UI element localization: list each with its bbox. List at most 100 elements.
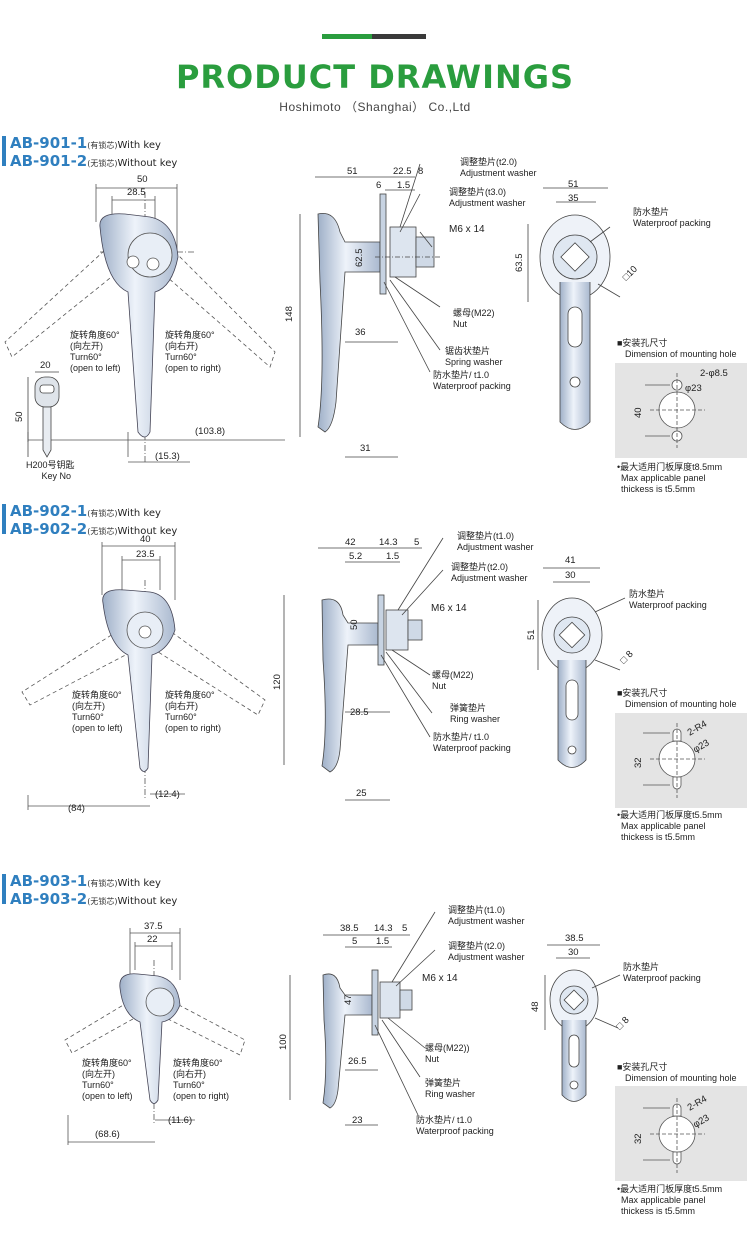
dim-d4: 6 xyxy=(376,180,382,191)
model-label-2: AB-901-2(无锁芯)Without key xyxy=(10,152,178,170)
label-washer-1: 调整垫片(t1.0)Adjustment washer xyxy=(457,531,534,552)
dim-h-body: 62.5 xyxy=(354,248,365,268)
dim-depth: 26.5 xyxy=(348,1056,367,1067)
mount-dia: φ23 xyxy=(685,383,702,394)
dim-d5: 1.5 xyxy=(397,180,411,191)
model-marker xyxy=(2,136,6,166)
side-view xyxy=(299,163,441,458)
key-width: 20 xyxy=(40,360,51,371)
mount-hole-drawing xyxy=(645,373,705,448)
model-label-2: AB-903-2(无锁芯)Without key xyxy=(10,890,178,908)
dim-d1: 38.5 xyxy=(340,923,359,934)
dim-d1: 51 xyxy=(347,166,358,177)
front-view xyxy=(21,542,266,810)
dim-d5: 1.5 xyxy=(386,551,400,562)
dim-back-total: 51 xyxy=(568,179,579,190)
label-nut: 螺母(M22)Nut xyxy=(432,670,474,691)
back-view xyxy=(537,567,626,768)
mount-hole-drawing xyxy=(643,723,705,798)
turn-right-label: 旋转角度60°(向右开)Turn60°(open to right) xyxy=(165,690,222,733)
label-thread: M6 x 14 xyxy=(449,224,485,235)
mount-hole-size: 2-φ8.5 xyxy=(700,368,728,379)
dim-h-body: 47 xyxy=(343,994,354,1005)
mount-hole-panel: 2-φ8.5 φ23 40 xyxy=(615,363,747,458)
dim-back-h: 63.5 xyxy=(514,253,525,273)
dim-d3: 8 xyxy=(418,166,424,177)
dim-d2: 14.3 xyxy=(379,537,398,548)
page-title: PRODUCT DRAWINGS xyxy=(175,58,575,96)
dim-width-inner: 23.5 xyxy=(136,549,155,560)
back-view xyxy=(527,187,621,430)
dim-base: 25 xyxy=(356,788,367,799)
dim-reach: (84) xyxy=(68,803,85,814)
front-view xyxy=(64,928,246,1145)
dim-back-h: 51 xyxy=(526,629,537,640)
back-view xyxy=(544,944,621,1102)
dim-reach: (68.6) xyxy=(95,1129,120,1140)
turn-left-label: 旋转角度60°(向左开)Turn60°(open to left) xyxy=(82,1058,133,1101)
side-view xyxy=(283,537,444,801)
dim-back-total: 38.5 xyxy=(565,933,584,944)
dim-reach: (103.8) xyxy=(195,426,226,437)
ab-903-drawing xyxy=(64,911,621,1145)
model-marker xyxy=(2,874,6,904)
header-accent-bar xyxy=(322,34,426,39)
dim-d2: 14.3 xyxy=(374,923,393,934)
dim-d3: 5 xyxy=(414,537,420,548)
dim-width-total: 37.5 xyxy=(144,921,163,932)
dim-width-total: 50 xyxy=(137,174,148,185)
model-label-1: AB-902-1(有锁芯)With key xyxy=(10,502,161,520)
mount-h: 32 xyxy=(633,1133,644,1144)
dim-back-h: 48 xyxy=(530,1001,541,1012)
dim-d4: 5.2 xyxy=(349,551,363,562)
dim-back-inner: 30 xyxy=(565,570,576,581)
section-ab-903: AB-903-1(有锁芯)With key AB-903-2(无锁芯)Witho… xyxy=(0,870,750,1230)
mount-h: 40 xyxy=(633,407,644,418)
page-subtitle: Hoshimoto （Shanghai） Co.,Ltd xyxy=(279,100,471,114)
label-nut: 螺母(M22))Nut xyxy=(425,1043,470,1064)
dim-base: 31 xyxy=(360,443,371,454)
front-view xyxy=(4,184,285,463)
dim-h-total: 148 xyxy=(284,306,295,322)
dim-d3: 5 xyxy=(402,923,408,934)
dim-back-inner: 30 xyxy=(568,947,579,958)
dim-d5: 1.5 xyxy=(376,936,390,947)
key-drawing xyxy=(27,371,60,458)
turn-left-label: 旋转角度60°(向左开)Turn60°(open to left) xyxy=(70,330,121,373)
label-washer-1: 调整垫片(t2.0)Adjustment washer xyxy=(460,157,537,178)
turn-right-label: 旋转角度60°(向右开)Turn60°(open to right) xyxy=(165,330,222,373)
label-washer-2: 调整垫片(t2.0)Adjustment washer xyxy=(451,562,528,583)
dim-depth: 28.5 xyxy=(350,707,369,718)
dim-depth: 36 xyxy=(355,327,366,338)
dim-width-total: 40 xyxy=(140,534,151,545)
dim-offset: (15.3) xyxy=(155,451,180,462)
model-label-2: AB-902-2(无锁芯)Without key xyxy=(10,520,178,538)
dim-offset: (11.6) xyxy=(168,1115,193,1126)
key-height: 50 xyxy=(14,411,25,422)
label-washer-2: 调整垫片(t3.0)Adjustment washer xyxy=(449,187,526,208)
mount-h: 32 xyxy=(633,757,644,768)
label-thread: M6 x 14 xyxy=(431,603,467,614)
turn-left-label: 旋转角度60°(向左开)Turn60°(open to left) xyxy=(72,690,123,733)
dim-d4: 5 xyxy=(352,936,358,947)
dim-width-inner: 28.5 xyxy=(127,187,146,198)
dim-d1: 42 xyxy=(345,537,356,548)
section-ab-901: AB-901-1(有锁芯)With key AB-901-2(无锁芯)Witho… xyxy=(0,132,750,502)
dim-back-total: 41 xyxy=(565,555,576,566)
dim-width-inner: 22 xyxy=(147,934,158,945)
mount-hole-panel: 2-R4 φ23 32 xyxy=(615,1086,747,1181)
dim-h-total: 100 xyxy=(278,1034,289,1050)
dim-h-body: 50 xyxy=(349,619,360,630)
